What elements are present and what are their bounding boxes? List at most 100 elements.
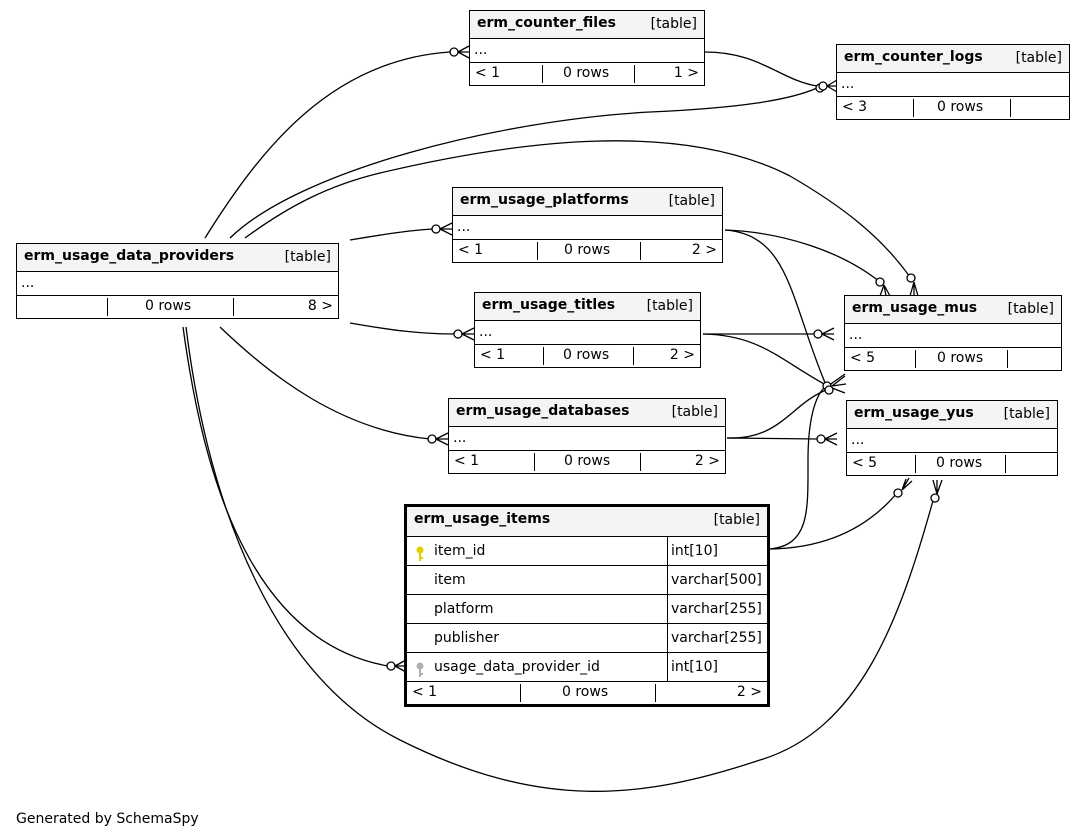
table-footer: 0 rows 8 > (17, 296, 338, 318)
table-erm-usage-platforms[interactable]: erm_usage_platforms [table] ... < 1 0 ro… (452, 187, 723, 263)
edge-items-yus (769, 492, 898, 550)
column-row[interactable]: item varchar[500] (407, 566, 767, 595)
parents-count[interactable]: < 1 (475, 65, 501, 81)
table-body: ... (470, 39, 704, 63)
table-header: erm_usage_mus [table] (845, 296, 1061, 324)
table-erm-usage-items[interactable]: erm_usage_items [table] item_id int[10] … (404, 504, 770, 707)
parents-count[interactable]: < 1 (480, 347, 506, 363)
column-name: platform (434, 601, 494, 617)
table-footer: < 3 0 rows (837, 97, 1069, 119)
table-kind: [table] (713, 512, 760, 528)
table-name: erm_usage_items (414, 511, 551, 527)
parents-count[interactable]: < 1 (454, 453, 480, 469)
table-header: erm_counter_files [table] (470, 11, 704, 39)
column-type: int[10] (667, 653, 718, 681)
row-count: 0 rows (936, 455, 983, 471)
row-count: 0 rows (563, 65, 610, 81)
row-count: 0 rows (563, 347, 610, 363)
column-type: int[10] (667, 537, 718, 565)
table-body: ... (837, 73, 1069, 97)
table-body: ... (475, 321, 700, 345)
row-count: 0 rows (562, 684, 609, 700)
table-header: erm_usage_titles [table] (475, 293, 700, 321)
children-count[interactable]: 2 > (694, 453, 720, 469)
table-kind: [table] (1015, 50, 1062, 66)
table-erm-usage-databases[interactable]: erm_usage_databases [table] ... < 1 0 ro… (448, 398, 726, 474)
edge-platforms-hub (724, 229, 827, 386)
parents-count[interactable]: < 1 (458, 242, 484, 258)
column-name: item (434, 572, 466, 588)
column-name: item_id (434, 543, 486, 559)
table-footer: < 5 0 rows (847, 453, 1057, 475)
foreign-key-icon (415, 660, 425, 688)
table-name: erm_usage_databases (456, 403, 630, 419)
column-type: varchar[500] (667, 566, 762, 594)
row-count: 0 rows (564, 242, 611, 258)
edge-providers-yus (185, 326, 935, 792)
edge-providers-titles (349, 322, 456, 335)
row-count: 0 rows (564, 453, 611, 469)
edge-counter-files-counter-logs (704, 51, 818, 87)
parents-count[interactable]: < 1 (412, 684, 438, 700)
children-count[interactable]: 2 > (736, 684, 762, 700)
table-kind: [table] (668, 193, 715, 209)
edge-providers-mus (244, 140, 911, 278)
table-footer: < 1 0 rows 2 > (407, 682, 767, 704)
table-name: erm_usage_platforms (460, 192, 629, 208)
table-footer: < 5 0 rows (845, 348, 1061, 370)
table-name: erm_usage_titles (482, 297, 616, 313)
parents-count[interactable]: < 5 (852, 455, 878, 471)
table-header: erm_usage_databases [table] (449, 399, 725, 427)
table-header: erm_usage_platforms [table] (453, 188, 722, 216)
table-body: ... (17, 272, 338, 296)
table-header: erm_counter_logs [table] (837, 45, 1069, 73)
column-name: usage_data_provider_id (434, 659, 600, 675)
column-type: varchar[255] (667, 624, 762, 652)
table-body: ... (845, 324, 1061, 348)
children-count[interactable]: 1 > (673, 65, 699, 81)
table-erm-counter-files[interactable]: erm_counter_files [table] ... < 1 0 rows… (469, 10, 705, 86)
table-name: erm_counter_files (477, 15, 616, 31)
table-kind: [table] (650, 16, 697, 32)
table-name: erm_counter_logs (844, 49, 983, 65)
children-count[interactable]: 2 > (669, 347, 695, 363)
edge-databases-yus (726, 437, 819, 440)
edge-items-hub (769, 385, 827, 550)
table-kind: [table] (284, 249, 331, 265)
edge-providers-counter-logs (229, 87, 818, 239)
column-row[interactable]: platform varchar[255] (407, 595, 767, 624)
table-name: erm_usage_yus (854, 405, 974, 421)
column-list: item_id int[10] item varchar[500] platfo… (407, 537, 767, 682)
table-erm-counter-logs[interactable]: erm_counter_logs [table] ... < 3 0 rows (836, 44, 1070, 120)
table-header: erm_usage_data_providers [table] (17, 244, 338, 272)
children-count[interactable]: 2 > (691, 242, 717, 258)
table-kind: [table] (1003, 406, 1050, 422)
column-row[interactable]: item_id int[10] (407, 537, 767, 566)
table-erm-usage-titles[interactable]: erm_usage_titles [table] ... < 1 0 rows … (474, 292, 701, 368)
table-kind: [table] (1007, 301, 1054, 317)
table-erm-usage-data-providers[interactable]: erm_usage_data_providers [table] ... 0 r… (16, 243, 339, 319)
table-header: erm_usage_items [table] (407, 507, 767, 537)
column-name: publisher (434, 630, 499, 646)
edge-databases-hub (726, 389, 827, 439)
table-erm-usage-yus[interactable]: erm_usage_yus [table] ... < 5 0 rows (846, 400, 1058, 476)
table-name: erm_usage_mus (852, 300, 978, 316)
column-type: varchar[255] (667, 595, 762, 623)
parents-count[interactable]: < 5 (850, 350, 876, 366)
column-row[interactable]: usage_data_provider_id int[10] (407, 653, 767, 682)
row-count: 0 rows (937, 99, 984, 115)
parents-count[interactable]: < 3 (842, 99, 868, 115)
table-name: erm_usage_data_providers (24, 248, 235, 264)
table-kind: [table] (671, 404, 718, 420)
edge-providers-counter-files (204, 51, 451, 239)
edge-titles-hub (702, 333, 827, 386)
edge-platforms-mus (724, 229, 881, 283)
children-count[interactable]: 8 > (307, 298, 333, 314)
column-row[interactable]: publisher varchar[255] (407, 624, 767, 653)
table-footer: < 1 0 rows 1 > (470, 63, 704, 85)
row-count: 0 rows (145, 298, 192, 314)
table-erm-usage-mus[interactable]: erm_usage_mus [table] ... < 5 0 rows (844, 295, 1062, 371)
edge-providers-items (182, 326, 389, 667)
table-body: ... (847, 429, 1057, 453)
